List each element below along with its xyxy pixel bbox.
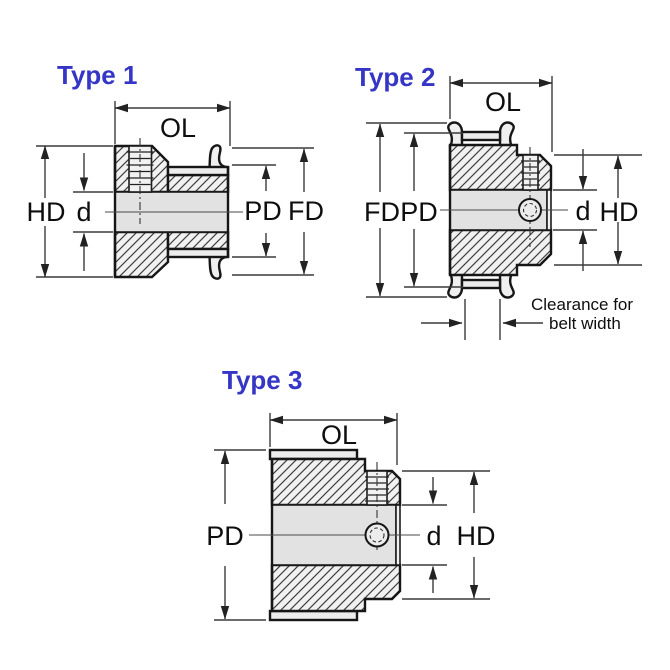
type3-rim-strip-bottom bbox=[268, 609, 359, 622]
type1-set-screw bbox=[126, 138, 154, 224]
type2-flange-ear-bottom-left bbox=[447, 273, 464, 299]
type3-set-screw-thread-circle bbox=[369, 527, 385, 543]
type2-dim-hd: HD bbox=[554, 154, 642, 266]
type3-title: Type 3 bbox=[222, 365, 302, 395]
type3-pd-label: PD bbox=[206, 521, 244, 551]
type2-dim-fd: FD bbox=[364, 122, 447, 298]
type1-body-lower-wall bbox=[166, 230, 230, 251]
type2-set-screw bbox=[521, 147, 540, 247]
type2-set-screw-end-view bbox=[518, 198, 542, 222]
type1-d-label: d bbox=[76, 197, 91, 227]
type3-hd-label: HD bbox=[457, 521, 496, 551]
type1-hd-label: HD bbox=[27, 197, 66, 227]
type1-dim-hd: HD bbox=[27, 145, 113, 278]
type1-flange-ear-bottom bbox=[208, 254, 230, 280]
type3-diagram: Type 3 OL bbox=[206, 365, 496, 622]
type2-body-lower bbox=[448, 228, 553, 277]
type2-diagram: Type 2 bbox=[355, 62, 642, 340]
type1-ol-label: OL bbox=[160, 113, 196, 143]
type2-flange-ear-bottom-right bbox=[498, 273, 515, 299]
type1-diagram: Type 1 bbox=[27, 60, 324, 280]
type2-rim-strip-bottom bbox=[460, 278, 502, 290]
type1-rim-strip-bottom bbox=[166, 247, 230, 259]
type2-flange-ear-top-left bbox=[447, 121, 464, 147]
type3-rim-strip-top bbox=[268, 448, 359, 461]
type3-dim-hd: HD bbox=[402, 470, 496, 600]
type1-rim-strip-top bbox=[166, 165, 230, 177]
type2-d-label: d bbox=[575, 196, 590, 226]
type1-flange-ear-top bbox=[208, 144, 230, 170]
type2-dim-pd: PD bbox=[400, 132, 463, 288]
type3-d-label: d bbox=[426, 521, 441, 551]
type1-title: Type 1 bbox=[57, 60, 137, 90]
type2-pd-label: PD bbox=[400, 197, 438, 227]
type3-body-lower bbox=[270, 563, 402, 613]
type3-dim-d: d bbox=[402, 477, 447, 593]
type1-fd-label: FD bbox=[288, 196, 324, 226]
type3-dim-ol: OL bbox=[269, 413, 398, 465]
type3-dim-pd: PD bbox=[206, 449, 266, 621]
type1-dim-d: d bbox=[73, 153, 113, 271]
type2-dim-d: d bbox=[553, 149, 597, 271]
type2-dim-belt-clearance: Clearance for belt width bbox=[421, 295, 633, 340]
type1-dim-pd: PD bbox=[232, 164, 282, 258]
type2-clearance-note-line2: belt width bbox=[549, 314, 621, 333]
type2-fd-label: FD bbox=[364, 197, 400, 227]
type1-dim-fd: FD bbox=[232, 147, 324, 276]
type1-pd-label: PD bbox=[244, 196, 282, 226]
type2-title: Type 2 bbox=[355, 62, 435, 92]
type2-ol-label: OL bbox=[485, 87, 521, 117]
type2-rim-strip-top bbox=[460, 130, 502, 142]
type3-ol-label: OL bbox=[321, 420, 357, 450]
type2-clearance-note-line1: Clearance for bbox=[531, 295, 633, 314]
type2-flange-ear-top-right bbox=[498, 121, 515, 147]
type2-dim-ol: OL bbox=[449, 76, 553, 152]
type1-body-upper-wall bbox=[166, 173, 230, 194]
type3-set-screw-end-view bbox=[364, 522, 390, 548]
type2-set-screw-thread-circle bbox=[522, 202, 538, 218]
type1-hub-lower bbox=[113, 230, 170, 279]
type1-dim-ol: OL bbox=[114, 101, 231, 146]
type2-hd-label: HD bbox=[600, 197, 639, 227]
